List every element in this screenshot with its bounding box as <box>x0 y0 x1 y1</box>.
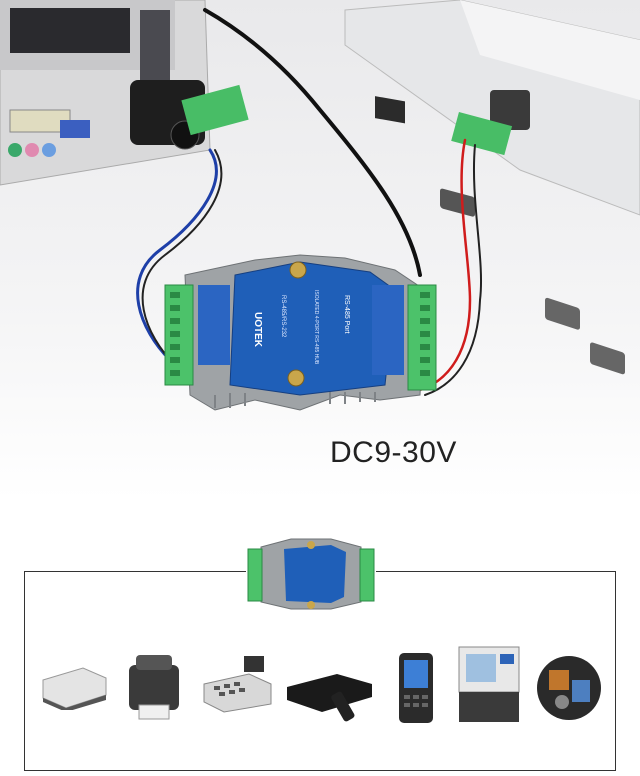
handheld-terminal-icon <box>396 650 436 730</box>
pc-tower <box>0 0 211 186</box>
product-photo: UOTEK RS-485/RS-232 RS-485 Port ISOLATED… <box>0 0 640 500</box>
router-icon <box>38 660 108 715</box>
industrial-pc <box>344 0 640 375</box>
left-db9-adapter <box>130 80 249 150</box>
cash-register-icon <box>199 654 274 719</box>
set-top-box-icon <box>282 662 377 727</box>
cables <box>136 8 483 396</box>
photo-illustration: UOTEK RS-485/RS-232 RS-485 Port ISOLATED… <box>0 0 640 411</box>
voltage-caption: DC9-30V <box>330 436 457 469</box>
converter-port-right: RS-485 Port <box>343 295 350 334</box>
converter-model: ISOLATED 4-PORT RS-485 HUB <box>313 290 319 365</box>
cnc-machine-icon <box>454 642 524 732</box>
circuit-board-icon <box>534 650 604 730</box>
device-row <box>24 646 616 740</box>
label-printer-icon <box>124 650 184 725</box>
converter-thumbnail <box>246 527 376 617</box>
converter-port-left: RS-485/RS-232 <box>280 295 286 338</box>
converter-brand: UOTEK <box>252 312 263 348</box>
converter-device <box>164 254 437 411</box>
